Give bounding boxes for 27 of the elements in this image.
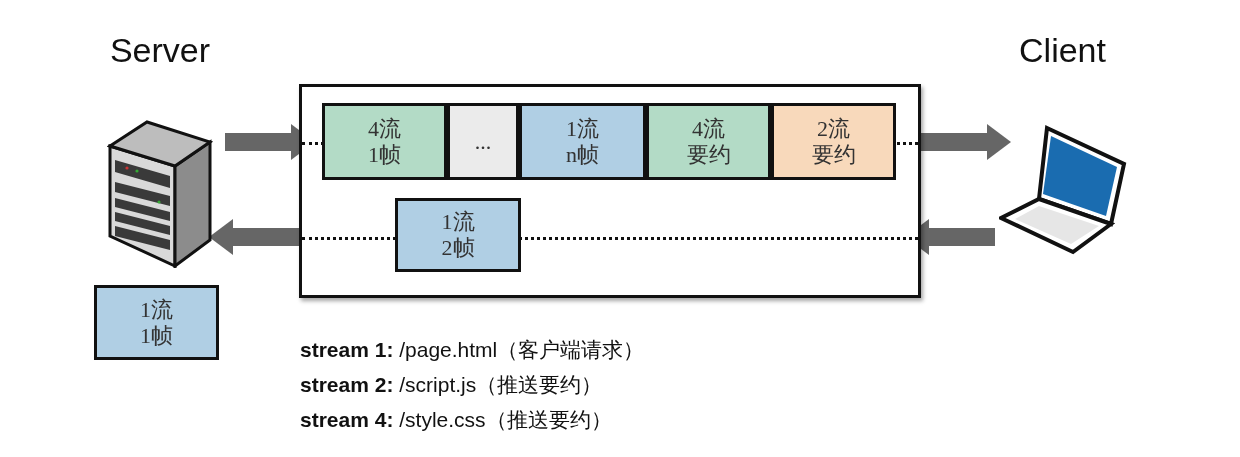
- channel-box: [299, 84, 921, 298]
- stream-note: stream 2: /script.js（推送要约）: [300, 372, 603, 398]
- frame-text: 2帧: [441, 235, 475, 261]
- frame-text: 1帧: [368, 141, 401, 168]
- frame-text: 4流: [368, 115, 401, 142]
- frame-text: ...: [474, 128, 492, 155]
- stream-note: stream 4: /style.css（推送要约）: [300, 407, 612, 433]
- frame-box: [771, 103, 896, 180]
- frame-text: 要约: [811, 141, 856, 168]
- frame-text: 要约: [686, 141, 731, 168]
- frame-box: [646, 103, 771, 180]
- device-heading: Server: [109, 30, 211, 70]
- frame-text: 1流: [140, 296, 173, 323]
- frame-box: [395, 198, 521, 272]
- frame-box: [519, 103, 646, 180]
- frame-text: 4流: [692, 115, 725, 142]
- block-arrow: [921, 124, 1011, 160]
- stream-note: stream 1: /page.html（客户端请求）: [300, 337, 645, 363]
- frame-text: 1流: [441, 209, 475, 235]
- frame-box: [94, 285, 219, 360]
- frame-text: n帧: [566, 141, 599, 168]
- frame-box: [322, 103, 447, 180]
- frame-text: 1帧: [140, 322, 173, 349]
- frame-text: 1流: [566, 115, 599, 142]
- device-heading: Client: [1019, 30, 1106, 70]
- frame-box: [447, 103, 519, 180]
- frame-text: 2流: [817, 115, 850, 142]
